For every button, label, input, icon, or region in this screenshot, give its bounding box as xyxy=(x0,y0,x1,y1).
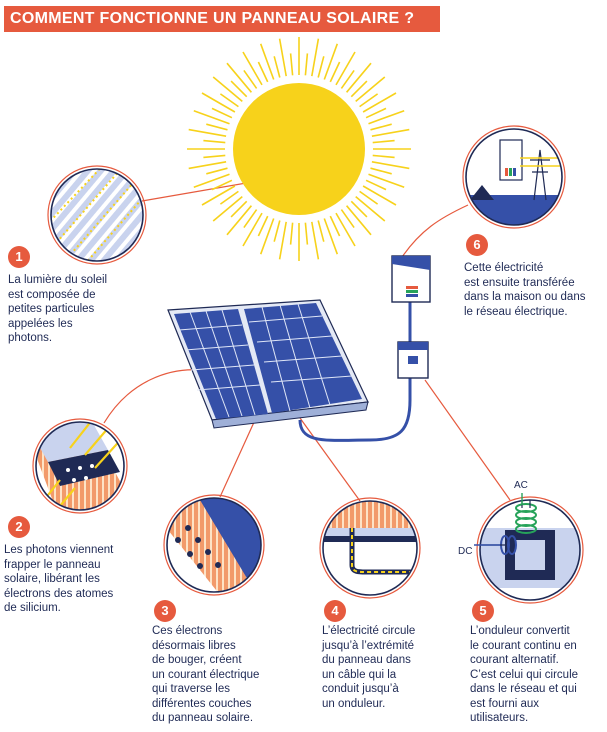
sun-ray xyxy=(345,62,372,93)
sun-ray xyxy=(230,200,248,218)
sun-ray xyxy=(230,80,248,98)
step-caption-1: La lumière du soleil est composée de pet… xyxy=(8,274,108,344)
sun-ray xyxy=(362,185,397,206)
photons-impact-magnifier xyxy=(32,418,128,514)
sun-ray xyxy=(340,209,355,229)
sun-ray xyxy=(219,93,239,108)
step-caption-6: Cette électricité est ensuite transférée… xyxy=(464,262,586,318)
sun-ray xyxy=(212,195,243,222)
sun-ray xyxy=(323,43,339,80)
sun-ray xyxy=(365,179,387,191)
sun-ray xyxy=(273,220,281,242)
dc-label: DC xyxy=(458,546,472,557)
sun-ray xyxy=(371,128,410,137)
sun-ray xyxy=(257,215,269,237)
cable xyxy=(298,295,412,442)
sun-ray xyxy=(317,220,325,242)
sun-ray xyxy=(289,53,294,76)
sun-ray xyxy=(193,173,230,189)
sun-ray xyxy=(273,56,281,78)
sun-ray xyxy=(311,38,320,77)
step-number-5: 5 xyxy=(472,600,494,622)
grid-magnifier xyxy=(462,125,566,229)
sun-ray xyxy=(259,218,275,255)
cable-magnifier xyxy=(319,497,421,599)
sun-ray xyxy=(335,212,356,247)
sun-ray xyxy=(359,93,379,108)
sun-ray xyxy=(365,107,387,119)
sun-ray xyxy=(193,109,230,125)
sun-ray xyxy=(370,167,392,175)
sun-ray xyxy=(201,92,236,113)
inverter-icon xyxy=(397,341,429,379)
sun-ray xyxy=(323,218,339,255)
sun-ray xyxy=(226,62,253,93)
sun-ray xyxy=(243,69,258,89)
step-number-4: 4 xyxy=(324,600,346,622)
electrons-magnifier xyxy=(163,494,265,596)
sun-ray xyxy=(340,69,355,89)
sun-ray xyxy=(243,209,258,229)
sun-ray xyxy=(329,61,341,83)
sun-ray xyxy=(289,222,294,245)
step-number-1: 1 xyxy=(8,246,30,268)
sun-ray xyxy=(355,195,386,222)
step-number-2: 2 xyxy=(8,516,30,538)
sun-ray xyxy=(259,43,275,80)
step-number-3: 3 xyxy=(154,600,176,622)
sun-ray xyxy=(257,61,269,83)
sun-ray xyxy=(226,205,253,236)
solar-panel-icon xyxy=(167,299,369,429)
sun-ray xyxy=(212,76,243,103)
sun-ray xyxy=(350,80,368,98)
sun-ray xyxy=(203,139,226,144)
sun-ray xyxy=(211,179,233,191)
sun-ray xyxy=(329,215,341,237)
step-caption-4: L’électricité circule jusqu’à l’extrémit… xyxy=(322,625,416,710)
sun-ray xyxy=(370,123,392,131)
photons-magnifier xyxy=(47,165,147,265)
sun-ray xyxy=(242,51,263,86)
sun-icon xyxy=(187,37,411,261)
sun-ray xyxy=(355,76,386,103)
sun-ray xyxy=(206,167,228,175)
sun-ray xyxy=(278,221,287,260)
sun-ray xyxy=(335,51,356,86)
connector-lines xyxy=(103,180,511,502)
sun-ray xyxy=(242,212,263,247)
sun-ray xyxy=(345,205,372,236)
sun-ray xyxy=(203,154,226,159)
sun-ray xyxy=(371,161,410,170)
sun-ray xyxy=(188,161,227,170)
sun-ray xyxy=(372,139,395,144)
sun-ray xyxy=(368,109,405,125)
step-caption-3: Ces électrons désormais libres de bouger… xyxy=(152,625,260,724)
title-band xyxy=(4,6,440,32)
house-icon xyxy=(470,185,494,200)
sun-ray xyxy=(304,53,309,76)
step-caption-5: L’onduleur convertit le courant continu … xyxy=(470,625,579,724)
step-caption-2: Les photons viennent frapper le panneau … xyxy=(4,544,114,614)
meter-icon xyxy=(391,255,431,303)
sun-ray xyxy=(359,190,379,205)
sun-ray xyxy=(219,190,239,205)
step-number-6: 6 xyxy=(466,234,488,256)
sun-ray xyxy=(372,154,395,159)
sun-ray xyxy=(350,200,368,218)
sun-ray xyxy=(211,107,233,119)
sun-ray xyxy=(278,38,287,77)
sun-ray xyxy=(201,185,236,206)
coil-icon xyxy=(476,496,584,604)
ac-label: AC xyxy=(514,480,528,491)
sun-ray xyxy=(206,123,228,131)
sun-ray xyxy=(362,92,397,113)
page-title: COMMENT FONCTIONNE UN PANNEAU SOLAIRE ? xyxy=(10,10,415,27)
sun-ray xyxy=(311,221,320,260)
sun-ray xyxy=(317,56,325,78)
sun-ray xyxy=(368,173,405,189)
sun-ray xyxy=(304,222,309,245)
sun-ray xyxy=(188,128,227,137)
pylon-icon xyxy=(530,149,550,201)
